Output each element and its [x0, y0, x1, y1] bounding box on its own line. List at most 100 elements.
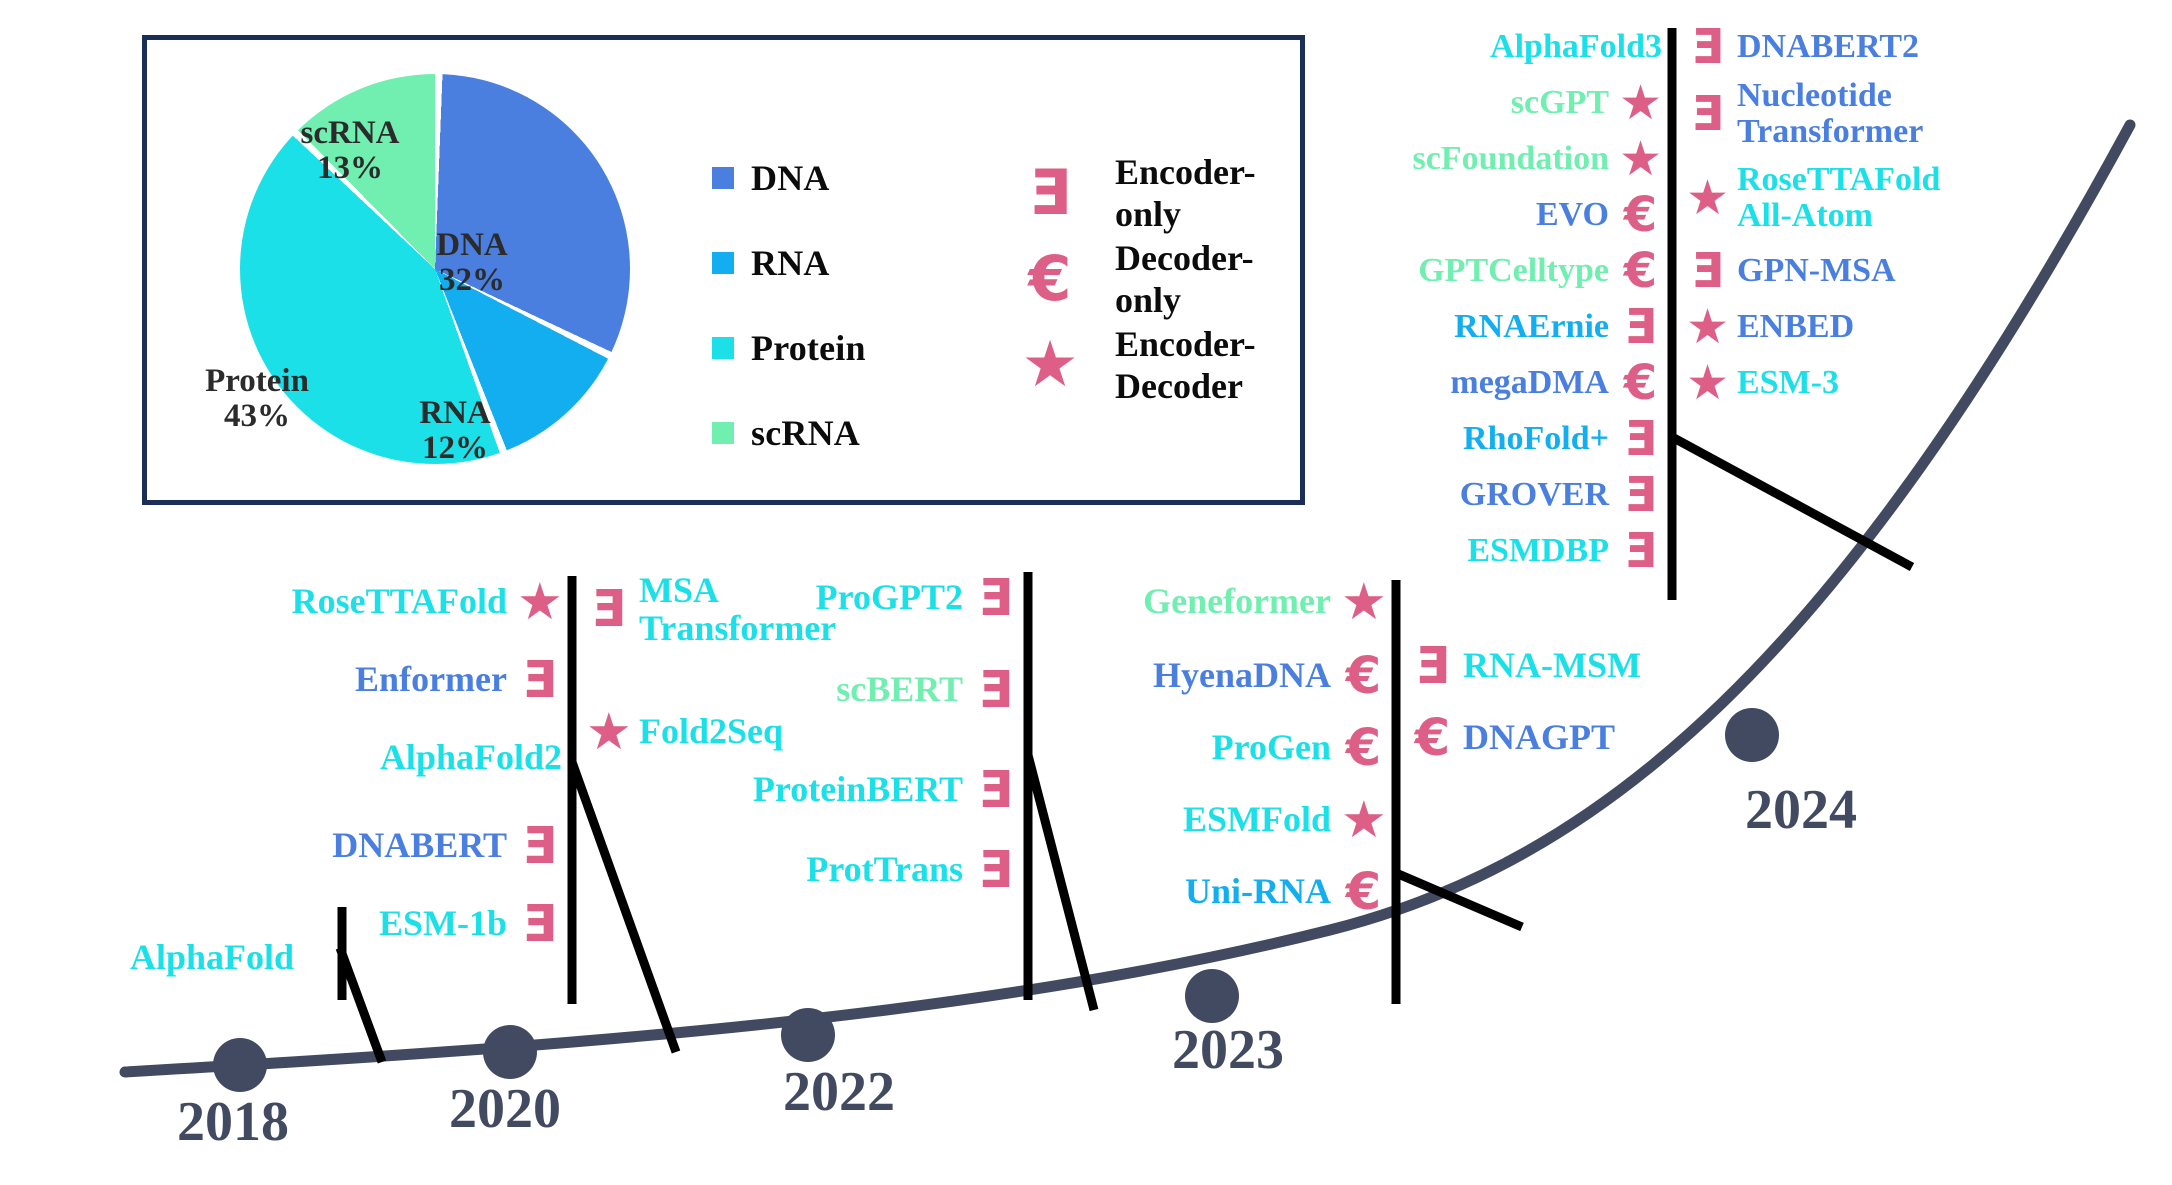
model-entry[interactable]: HyenaDNA€ [1153, 646, 1386, 706]
legend-item-decoder-only[interactable]: € Decoder-only [1007, 236, 1300, 322]
encoder-only-icon: Ǝ [978, 840, 1013, 900]
model-name: RNA-MSM [1463, 645, 1641, 686]
connector-leg-2023 [1394, 868, 1524, 932]
model-entry[interactable]: AlphaFold3 [1490, 22, 1662, 72]
legend-label-scrna: scRNA [751, 412, 860, 453]
year-label-2020: 2020 [449, 1078, 561, 1140]
decoder-only-icon: € [1623, 243, 1658, 299]
encoder-decoder-icon: ★ [1686, 355, 1730, 411]
encoder-only-icon: Ǝ [1624, 411, 1657, 467]
timeline-dot-2024[interactable] [1725, 708, 1779, 762]
model-name: scGPT [1510, 84, 1609, 122]
decoder-only-icon: € [1623, 187, 1658, 243]
model-entry[interactable]: RNAErnie Ǝ [1454, 302, 1662, 352]
model-name: ProtTrans [806, 849, 963, 890]
model-entry[interactable]: scGPT★ [1511, 78, 1662, 128]
model-name: MSA Transformer [639, 570, 837, 648]
legend-item-dna[interactable]: DNA [712, 135, 866, 220]
decoder-only-icon: € [1028, 242, 1072, 315]
timeline-dot-2023[interactable] [1185, 969, 1239, 1023]
encoder-decoder-icon: ★ [586, 702, 632, 762]
timeline-dot-2018[interactable] [213, 1038, 267, 1092]
legend-item-encoder-only[interactable]: Ǝ Encoder-only [1007, 150, 1300, 236]
model-name: scBERT [836, 669, 963, 710]
modality-pie-chart [240, 74, 630, 464]
model-entry[interactable]: ESMFold★ [1183, 790, 1387, 850]
legend-label-decoder-only: Decoder-only [1115, 238, 1254, 320]
encoder-only-icon: Ǝ [1415, 636, 1450, 696]
model-name: EVO [1536, 196, 1609, 234]
legend-item-encoder-decoder[interactable]: ★ Encoder-Decoder [1007, 322, 1300, 408]
timeline-dot-2022[interactable] [781, 1008, 835, 1062]
legend-item-scrna[interactable]: scRNA [712, 390, 866, 475]
model-entry[interactable]: RhoFold+Ǝ [1463, 414, 1662, 464]
encoder-only-icon: Ǝ [1691, 243, 1724, 299]
model-name: GPN-MSA [1737, 252, 1896, 290]
encoder-only-icon: Ǝ [1624, 467, 1657, 523]
encoder-only-icon: Ǝ [1691, 19, 1724, 75]
legend-label-rna: RNA [751, 242, 830, 283]
timeline-dot-2020[interactable] [483, 1025, 537, 1079]
model-entry[interactable]: Ǝ RNA-MSM [1410, 636, 1641, 696]
model-entry[interactable]: EVO € [1536, 190, 1662, 240]
model-name: ProteinBERT [752, 769, 963, 810]
encoder-only-icon: Ǝ [978, 568, 1013, 628]
encoder-only-icon: Ǝ [1624, 299, 1657, 355]
encoder-decoder-icon: ★ [1341, 572, 1387, 632]
model-entry[interactable]: ProtTrans Ǝ [806, 840, 1018, 900]
model-name: AlphaFold3 [1490, 28, 1662, 66]
legend-label-protein: Protein [751, 327, 866, 368]
modality-legend: DNA RNA Protein scRNA [712, 135, 866, 475]
legend-swatch-protein [712, 336, 734, 359]
encoder-decoder-icon: ★ [1021, 328, 1079, 402]
model-name: ProGen [1211, 727, 1331, 768]
model-entry[interactable]: ★ESM-3 [1686, 358, 1839, 408]
model-name: RNAErnie [1454, 308, 1609, 346]
model-entry[interactable]: ★ENBED [1686, 302, 1854, 352]
encoder-only-icon: Ǝ [522, 816, 557, 876]
legend-item-protein[interactable]: Protein [712, 305, 866, 390]
legend-label-dna: DNA [751, 157, 830, 198]
encoder-only-icon: Ǝ [1028, 156, 1072, 229]
model-entry[interactable]: ProGen€ [1212, 718, 1386, 778]
model-entry[interactable]: GPTCelltype€ [1418, 246, 1662, 296]
model-entry[interactable]: GROVER Ǝ [1460, 470, 1662, 520]
model-entry[interactable]: RoseTTAFold★ [292, 572, 563, 632]
model-entry[interactable]: ★Fold2Seq [586, 702, 783, 762]
legend-item-rna[interactable]: RNA [712, 220, 866, 305]
encoder-decoder-icon: ★ [1619, 131, 1663, 187]
model-name: Fold2Seq [639, 711, 784, 752]
model-name: GROVER [1459, 476, 1609, 514]
model-entry[interactable]: ★RoseTTAFold All-Atom [1686, 162, 1992, 234]
model-name: Nucleotide Transformer [1737, 77, 1924, 150]
encoder-only-icon: Ǝ [522, 894, 557, 954]
model-entry[interactable]: Geneformer★ [1143, 572, 1387, 632]
encoder-only-icon: Ǝ [978, 660, 1013, 720]
year-label-2023: 2023 [1172, 1019, 1284, 1081]
model-name: DNAGPT [1463, 717, 1615, 758]
architecture-legend: Ǝ Encoder-only € Decoder-only ★ Encoder-… [1007, 150, 1300, 408]
legend-label-encoder-decoder: Encoder-Decoder [1115, 324, 1256, 406]
model-entry[interactable]: €DNAGPT [1410, 708, 1615, 768]
model-entry[interactable]: AlphaFold2 [380, 728, 562, 788]
model-entry[interactable]: scBERT Ǝ [836, 660, 1018, 720]
model-entry[interactable]: megaDMA€ [1450, 358, 1662, 408]
model-entry[interactable]: Uni-RNA€ [1185, 862, 1386, 922]
model-entry[interactable]: scFoundation★ [1413, 134, 1663, 184]
model-entry[interactable]: Ǝ GPN-MSA [1686, 246, 1896, 296]
model-entry[interactable]: AlphaFold [130, 930, 530, 986]
